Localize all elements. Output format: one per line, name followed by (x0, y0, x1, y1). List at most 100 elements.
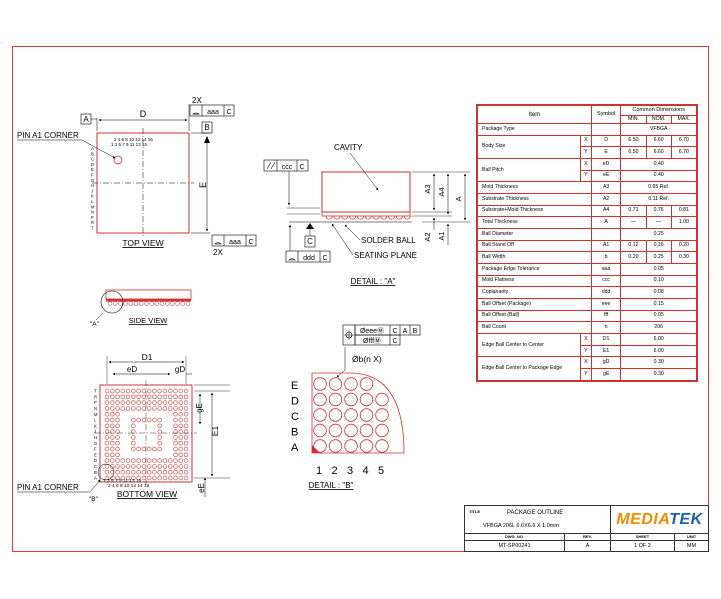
tol-eee-b: B (413, 328, 418, 335)
side-ball (133, 301, 139, 306)
detail-b-ball (359, 377, 374, 391)
bottom-ball (183, 441, 189, 446)
dim-item: Ball Diameter (477, 228, 592, 241)
bottom-ball (110, 441, 115, 446)
bottom-ball (173, 394, 178, 399)
bottom-ball (110, 417, 115, 423)
bottom-ball (173, 423, 178, 428)
cavity-label: CAVITY (334, 143, 363, 152)
top-view: D A 2X aaa C B E aaa C 2X 2 4 6 8 10 12 … (17, 96, 257, 257)
bottom-row-letter: A (94, 476, 97, 481)
unit-value: MM (686, 543, 697, 549)
unit-cell: MM (675, 541, 708, 551)
bottom-ball (110, 406, 115, 411)
side-ball (154, 301, 160, 306)
detail-b-ball (313, 377, 327, 391)
bottom-ball (115, 400, 120, 405)
bottom-ball (168, 394, 173, 399)
bottom-ball (131, 406, 136, 411)
dim-item: Ball Count (477, 321, 592, 335)
bottom-ball (136, 458, 141, 463)
tolerance-frame-fff (354, 334, 401, 346)
bottom-ball (131, 441, 136, 446)
detail-b-ball (313, 439, 327, 453)
bottom-ball (125, 464, 131, 469)
bottom-ball (183, 406, 189, 411)
seating-plane-label: SEATING PLANE (354, 251, 417, 260)
bottom-ball (173, 406, 178, 411)
bottom-ball (168, 464, 173, 469)
bottom-col-numbers-odd: 1 3 5 7 9 11 13 15 (103, 478, 142, 484)
datum-b: B (204, 123, 209, 132)
bottom-ball (141, 475, 147, 481)
dim-e-label: E (198, 182, 208, 188)
dim-axis: X (579, 158, 592, 171)
detail-b-ball (359, 423, 374, 438)
detail-b-ball (344, 408, 358, 422)
bottom-pin-a1-label: PIN A1 CORNER (17, 483, 79, 492)
top-row-letter: F (91, 173, 94, 178)
sheet-label-cell: SHEET (611, 534, 675, 541)
tol-top-aaa: aaa (207, 109, 219, 116)
bottom-ball (178, 429, 183, 434)
detail-b-ball (375, 392, 389, 407)
bottom-ball (115, 406, 120, 411)
side-view-mold (105, 289, 192, 300)
bottom-ball (146, 464, 152, 469)
rev-value: A (585, 543, 590, 549)
bottom-ball (173, 435, 178, 440)
dim-ed: eD (127, 365, 137, 374)
bottom-ball (168, 406, 173, 411)
bottom-ball (162, 406, 168, 411)
bottom-ball (125, 406, 131, 411)
bottom-ball (168, 400, 173, 405)
bottom-ball (152, 406, 157, 411)
bottom-ball (110, 394, 115, 399)
title-subtitle: VFBGA 206L 6.6X6.6 X 1.0mm (483, 523, 559, 529)
bottom-ball (178, 441, 183, 446)
dim-max: 6.70 (670, 134, 698, 148)
dim-nom: 6.60 (645, 146, 672, 160)
bottom-ball (115, 464, 120, 469)
side-ball (164, 301, 170, 306)
bottom-ball (157, 417, 162, 423)
dim-nom: 0.05 (620, 263, 697, 276)
detail-b-col-number: 4 (363, 465, 369, 477)
bottom-ball (115, 435, 120, 440)
top-row-letter: E (91, 167, 94, 172)
bottom-ball (120, 388, 126, 394)
tolerance-frame-ccc (263, 159, 309, 172)
detail-a-ball (395, 215, 403, 220)
bottom-row-letter: K (94, 423, 97, 428)
bottom-ball (157, 400, 162, 405)
top-row-letter: C (91, 157, 94, 162)
bottom-ball (162, 400, 168, 405)
bottom-ball (136, 394, 141, 399)
bottom-ball (157, 423, 162, 428)
detail-a-ball (388, 215, 396, 220)
bottom-ball (178, 417, 183, 423)
detail-b-ball (375, 423, 389, 438)
bottom-ball (104, 464, 110, 469)
dim-symbol: fff (590, 309, 622, 323)
bottom-ball (183, 423, 189, 428)
detail-b-ball (313, 408, 327, 422)
detail-b-col-number: 1 (316, 465, 322, 477)
bottom-ball (136, 406, 141, 411)
bottom-ball (183, 446, 189, 452)
solder-ball-label: SOLDER BALL (361, 236, 416, 245)
side-ball (180, 301, 186, 306)
dim-nom: 0.11 Ref. (620, 193, 697, 206)
bottom-ball (173, 388, 178, 394)
bottom-ball (146, 470, 152, 475)
dim-ge: gE (195, 403, 204, 413)
bottom-ball (162, 464, 168, 469)
